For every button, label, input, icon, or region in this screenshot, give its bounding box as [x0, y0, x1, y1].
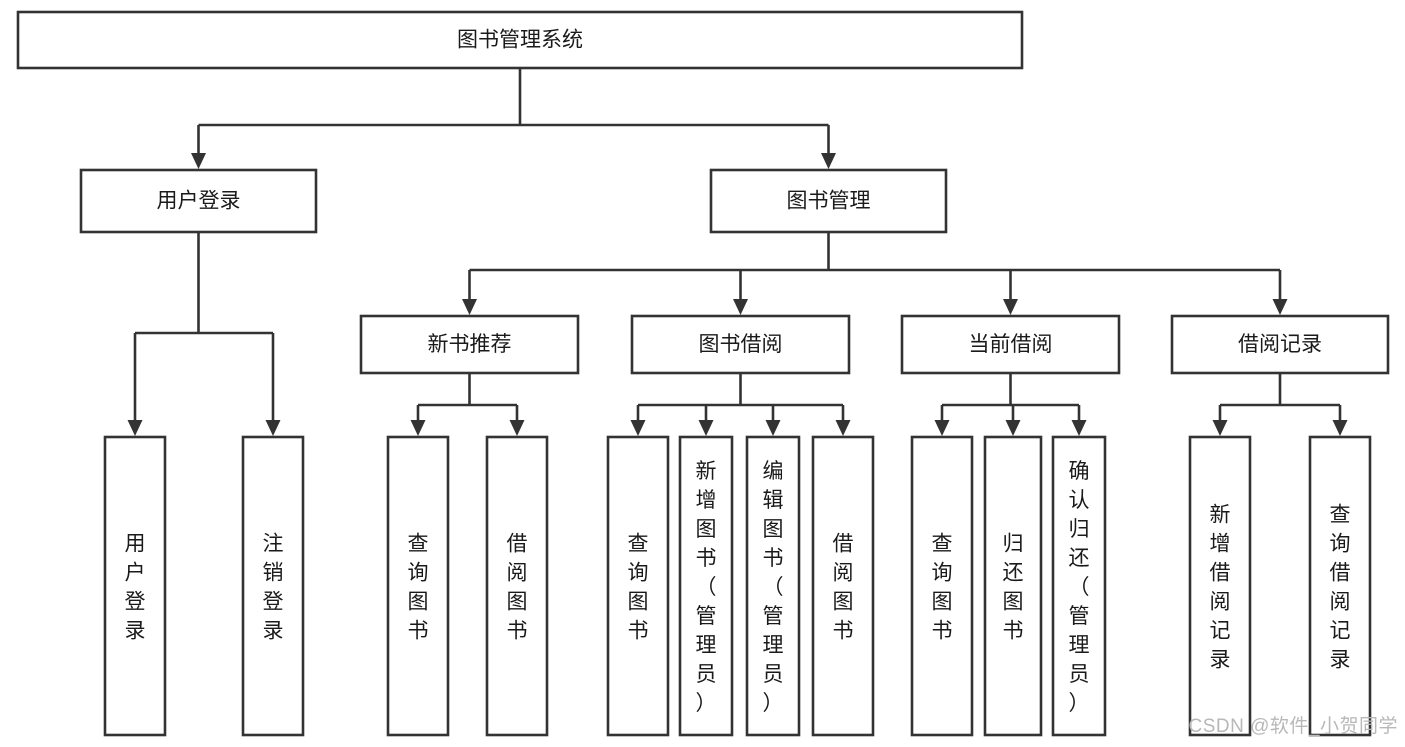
arrow-head-icon [765, 420, 781, 436]
node-leaf-borrow-book-rec[interactable]: 借阅图书 [485, 435, 549, 737]
node-box [811, 435, 875, 737]
node-box [709, 168, 948, 234]
node-label: 新增图书（管理员） [696, 460, 717, 715]
csdn-watermark: CSDN @软件_小贺同学 [1189, 715, 1398, 737]
arrow-head-icon [698, 420, 714, 436]
arrow-head-icon [1212, 420, 1228, 436]
arrow-head-icon [1332, 420, 1348, 436]
node-box [745, 435, 801, 737]
node-box [79, 168, 318, 234]
node-leaf-confirm-return-admin[interactable]: 确认归还（管理员） [1051, 435, 1107, 737]
node-user-login[interactable]: 用户登录 [79, 168, 318, 234]
node-label: 借阅图书 [507, 533, 528, 643]
node-box [910, 435, 974, 737]
node-box [359, 314, 580, 375]
node-label: 新书推荐 [428, 333, 512, 356]
node-box [678, 435, 734, 737]
arrow-head-icon [191, 153, 206, 169]
node-label: 图书管理 [787, 190, 871, 213]
node-book-borrow[interactable]: 图书借阅 [630, 314, 851, 375]
arrow-head-icon [630, 420, 646, 436]
arrow-head-icon [509, 420, 525, 436]
node-borrow-record[interactable]: 借阅记录 [1170, 314, 1390, 375]
arrow-head-icon [1071, 420, 1087, 436]
arrow-head-icon [410, 420, 426, 436]
node-label: 注销登录 [263, 533, 284, 643]
arrow-head-icon [1272, 299, 1288, 315]
node-current-borrow[interactable]: 当前借阅 [900, 314, 1121, 375]
arrow-head-icon [821, 153, 836, 169]
arrow-head-icon [1005, 420, 1021, 436]
node-label: 图书管理系统 [457, 29, 583, 52]
node-box [1170, 314, 1390, 375]
node-box [103, 435, 167, 737]
node-leaf-query-book-borrow[interactable]: 查询图书 [606, 435, 670, 737]
node-label: 用户登录 [125, 533, 146, 643]
node-leaf-edit-book-admin[interactable]: 编辑图书（管理员） [745, 435, 801, 737]
node-box [386, 435, 450, 737]
node-layer: 图书管理系统用户登录图书管理新书推荐图书借阅当前借阅借阅记录用户登录注销登录查询… [16, 10, 1390, 737]
node-leaf-return-book[interactable]: 归还图书 [983, 435, 1043, 737]
node-label: 查询图书 [408, 533, 429, 643]
node-book-manage[interactable]: 图书管理 [709, 168, 948, 234]
node-box [16, 10, 1024, 70]
node-new-book-recommend[interactable]: 新书推荐 [359, 314, 580, 375]
node-leaf-query-book-rec[interactable]: 查询图书 [386, 435, 450, 737]
node-label: 查询图书 [628, 533, 649, 643]
arrow-head-icon [835, 420, 851, 436]
node-label: 借阅图书 [833, 533, 854, 643]
arrow-head-icon [733, 299, 748, 315]
arrow-head-icon [1003, 299, 1018, 315]
connector-layer [127, 68, 1348, 436]
node-label: 查询借阅记录 [1330, 504, 1351, 672]
node-label: 用户登录 [157, 190, 241, 213]
node-box [1051, 435, 1107, 737]
node-box [1308, 435, 1372, 737]
arrow-head-icon [462, 299, 477, 315]
node-leaf-query-borrow-record[interactable]: 查询借阅记录 [1308, 435, 1372, 737]
node-label: 确认归还（管理员） [1069, 460, 1090, 715]
node-leaf-add-book-admin[interactable]: 新增图书（管理员） [678, 435, 734, 737]
node-box [241, 435, 305, 737]
arrow-head-icon [265, 420, 281, 436]
node-label: 图书借阅 [699, 333, 783, 356]
node-leaf-user-login[interactable]: 用户登录 [103, 435, 167, 737]
node-label: 查询图书 [932, 533, 953, 643]
node-label: 当前借阅 [969, 333, 1053, 356]
arrow-head-icon [934, 420, 950, 436]
arrow-head-icon [127, 420, 143, 436]
node-leaf-add-borrow-record[interactable]: 新增借阅记录 [1188, 435, 1252, 737]
node-box [900, 314, 1121, 375]
node-box [606, 435, 670, 737]
node-leaf-borrow-book[interactable]: 借阅图书 [811, 435, 875, 737]
node-box [983, 435, 1043, 737]
node-root[interactable]: 图书管理系统 [16, 10, 1024, 70]
node-leaf-user-logout[interactable]: 注销登录 [241, 435, 305, 737]
node-label: 新增借阅记录 [1210, 504, 1231, 672]
node-box [630, 314, 851, 375]
node-box [485, 435, 549, 737]
node-label: 归还图书 [1003, 533, 1024, 643]
node-label: 借阅记录 [1238, 333, 1322, 356]
node-leaf-query-book-cur[interactable]: 查询图书 [910, 435, 974, 737]
node-label: 编辑图书（管理员） [763, 460, 784, 715]
node-box [1188, 435, 1252, 737]
